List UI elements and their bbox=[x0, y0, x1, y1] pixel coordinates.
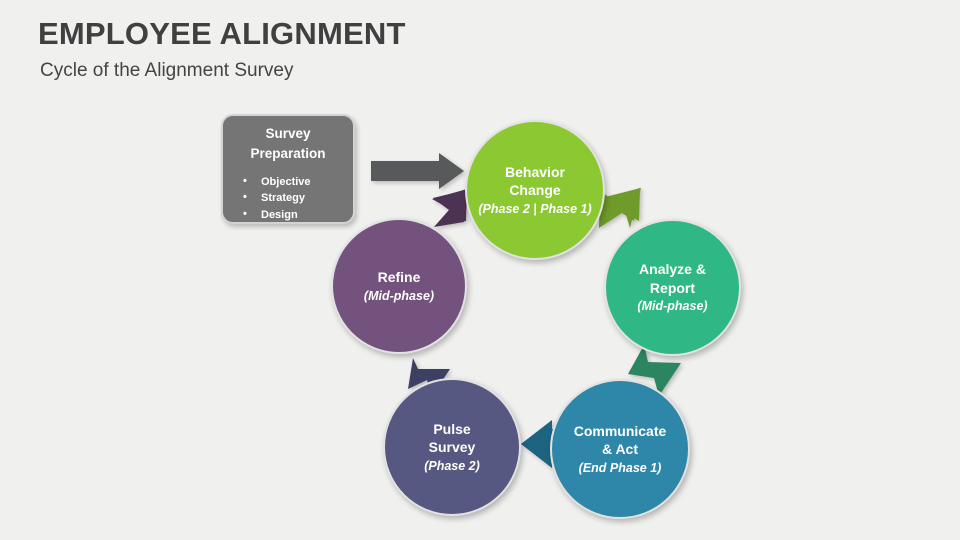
node-label-line2: Report bbox=[649, 279, 696, 296]
node-label-line2: Change bbox=[509, 182, 561, 199]
node-label-line1: Refine bbox=[377, 269, 421, 286]
node-label-line1: Pulse bbox=[433, 420, 471, 437]
node-sublabel: (Phase 2) bbox=[424, 458, 480, 473]
survey-preparation-title-line1: Survey bbox=[265, 126, 311, 141]
node-label: Pulse Survey bbox=[421, 420, 484, 457]
page-title: EMPLOYEE ALIGNMENT bbox=[38, 16, 406, 51]
survey-preparation-list: Objective Strategy Design bbox=[223, 173, 353, 223]
node-label: Refine bbox=[370, 268, 429, 286]
node-sublabel: (Mid-phase) bbox=[637, 299, 708, 314]
cycle-node-analyze-report[interactable]: Analyze & Report (Mid-phase) bbox=[604, 219, 741, 356]
node-sublabel: (End Phase 1) bbox=[578, 460, 662, 475]
node-label: Communicate & Act bbox=[566, 422, 675, 459]
cycle-node-pulse-survey[interactable]: Pulse Survey (Phase 2) bbox=[383, 378, 521, 516]
node-label: Analyze & Report bbox=[631, 260, 714, 297]
cycle-node-behavior-change[interactable]: Behavior Change (Phase 2 | Phase 1) bbox=[465, 120, 605, 260]
page-subtitle: Cycle of the Alignment Survey bbox=[40, 60, 294, 81]
node-sublabel: (Mid-phase) bbox=[363, 288, 435, 303]
node-label-line2: Survey bbox=[428, 439, 476, 456]
node-label: Behavior Change bbox=[497, 163, 573, 200]
node-label-line1: Communicate bbox=[573, 422, 667, 439]
list-item: Strategy bbox=[233, 189, 353, 206]
node-sublabel: (Phase 2 | Phase 1) bbox=[478, 201, 592, 216]
arrow-right-icon bbox=[371, 153, 464, 189]
cycle-node-refine[interactable]: Refine (Mid-phase) bbox=[331, 218, 467, 354]
arrow-up-right-icon bbox=[432, 189, 467, 227]
node-label-line1: Analyze & bbox=[639, 261, 706, 278]
arrow-down-right-icon bbox=[599, 188, 641, 228]
node-label-line1: Behavior bbox=[505, 163, 565, 180]
survey-preparation-box[interactable]: Survey Preparation Objective Strategy De… bbox=[221, 114, 355, 224]
node-label-line2: & Act bbox=[601, 441, 639, 458]
survey-preparation-title: Survey Preparation bbox=[223, 124, 353, 163]
cycle-node-communicate-act[interactable]: Communicate & Act (End Phase 1) bbox=[550, 379, 690, 519]
list-item: Objective bbox=[233, 173, 353, 190]
survey-preparation-title-line2: Preparation bbox=[250, 145, 326, 161]
list-item: Design bbox=[233, 206, 353, 223]
